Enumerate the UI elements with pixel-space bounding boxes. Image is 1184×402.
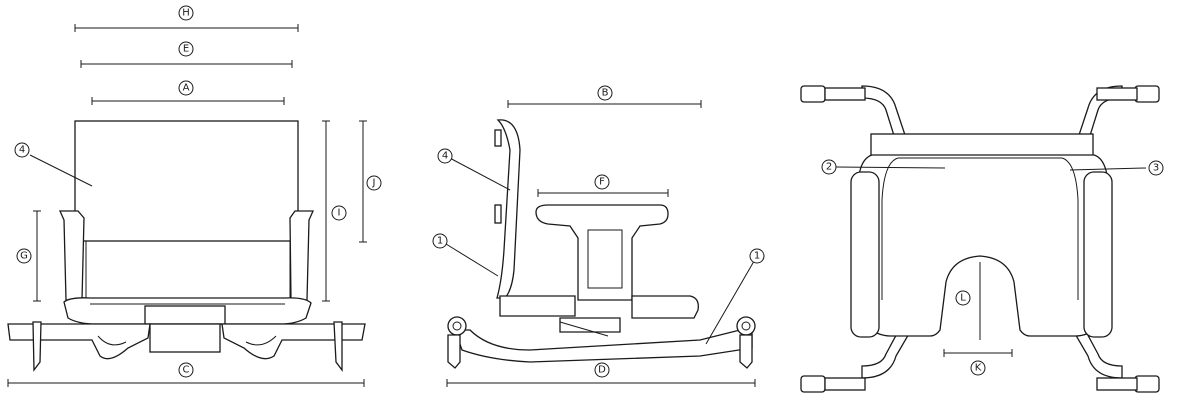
front-right-curve (245, 335, 277, 346)
front-left-base (7, 323, 151, 360)
side-leader-4 (445, 155, 511, 191)
svg-text:L: L (960, 293, 966, 304)
top-armrest-right (1083, 171, 1113, 338)
side-mount (559, 317, 621, 333)
label-part-2: 2 (821, 159, 837, 175)
label-f: F (594, 174, 610, 190)
front-dimensions (7, 24, 367, 387)
side-seat-front (631, 295, 699, 319)
label-a: A (178, 80, 194, 96)
side-armrest (535, 204, 669, 301)
top-leader-3 (1069, 167, 1147, 171)
svg-text:4: 4 (19, 145, 25, 156)
side-clip-bottom (494, 204, 502, 224)
top-seat-inner-edge (898, 157, 1079, 300)
front-right-base (221, 323, 366, 360)
svg-text:J: J (372, 178, 376, 189)
front-left-curve (97, 335, 127, 346)
side-clip-top (494, 129, 502, 147)
front-leader-4 (29, 154, 93, 187)
side-left-foot (447, 334, 461, 369)
front-view (7, 24, 367, 387)
label-i: I (331, 205, 347, 221)
label-part-4-front: 4 (14, 142, 30, 158)
front-left-foot (32, 321, 42, 372)
front-backrest (74, 120, 299, 242)
top-caster-bl-holder (824, 377, 866, 391)
top-view (800, 85, 1160, 393)
top-leader-2 (835, 166, 946, 169)
label-part-4-side: 4 (437, 148, 453, 164)
label-k: K (970, 360, 986, 376)
label-c: C (178, 362, 194, 378)
top-dimensions (943, 262, 1013, 357)
label-part-1-side-b: 1 (749, 248, 765, 264)
side-leader-1a (445, 243, 499, 277)
svg-text:3: 3 (1153, 163, 1159, 174)
svg-text:E: E (183, 44, 189, 55)
label-e: E (178, 41, 194, 57)
front-right-foot (333, 321, 343, 372)
svg-text:B: B (602, 88, 609, 99)
side-armrest-window (587, 229, 623, 289)
svg-text:K: K (975, 363, 982, 374)
side-view (445, 100, 758, 387)
label-b: B (597, 85, 613, 101)
svg-text:H: H (182, 8, 190, 19)
svg-text:4: 4 (442, 151, 448, 162)
top-caster-tr-holder (1096, 87, 1138, 101)
top-caster-br-holder (1096, 377, 1138, 391)
side-leader-1b (705, 255, 758, 345)
side-right-foot (739, 334, 753, 369)
side-lever (559, 321, 609, 337)
side-dimensions (446, 100, 756, 387)
label-d: D (594, 362, 610, 378)
front-base-block (149, 323, 221, 353)
label-l: L (955, 290, 971, 306)
label-part-1-side-a: 1 (432, 233, 448, 249)
top-caster-tl-holder (824, 87, 866, 101)
svg-text:F: F (599, 177, 605, 188)
svg-text:I: I (338, 208, 341, 219)
label-g: G (16, 248, 32, 264)
svg-text:1: 1 (437, 236, 443, 247)
svg-text:C: C (183, 365, 190, 376)
svg-text:G: G (20, 251, 28, 262)
top-seat-inner-edge-left (881, 157, 899, 300)
svg-text:1: 1 (754, 251, 760, 262)
label-h: H (178, 5, 194, 21)
side-left-caster-hub (452, 321, 462, 331)
side-right-caster-hub (741, 321, 751, 331)
label-part-3: 3 (1148, 160, 1164, 176)
svg-text:2: 2 (826, 162, 832, 173)
side-seat-back (499, 295, 576, 317)
svg-text:D: D (598, 365, 606, 376)
label-j: J (366, 175, 382, 191)
svg-text:A: A (183, 83, 190, 94)
top-armrest-left (850, 171, 880, 338)
